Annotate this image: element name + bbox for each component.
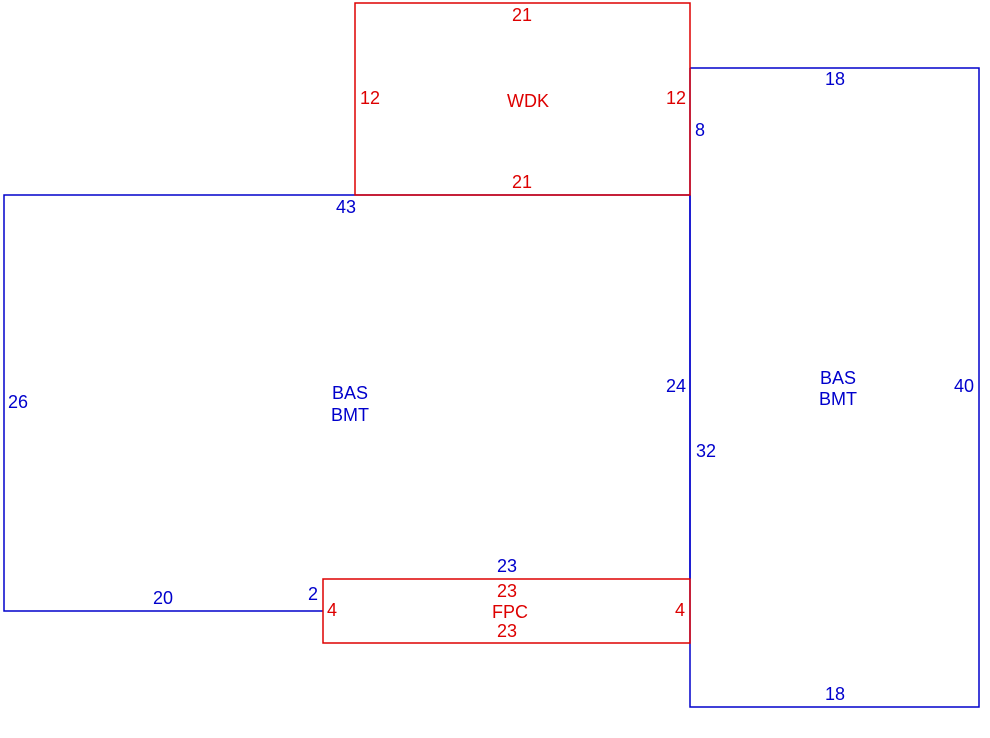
- right-wing-lower-left-dimension: 32: [696, 441, 716, 461]
- wdk-name: WDK: [507, 91, 549, 111]
- left-main-name-line2: BMT: [331, 405, 369, 425]
- left-main-left-dimension: 26: [8, 392, 28, 412]
- right-wing-right-dimension: 40: [954, 376, 974, 396]
- left-main-step-dimension: 2: [308, 584, 318, 604]
- right-wing-bottom-dimension: 18: [825, 684, 845, 704]
- left-main-bottom-dimension: 20: [153, 588, 173, 608]
- left-main-top-dimension: 43: [336, 197, 356, 217]
- fpc-left-dimension: 4: [327, 600, 337, 620]
- wdk-outline: [354, 2, 691, 196]
- fpc-bottom-dimension: 23: [497, 621, 517, 641]
- left-main-name-line1: BAS: [332, 383, 368, 403]
- fpc-name: FPC: [492, 602, 528, 622]
- right-wing-upper-left-dimension: 8: [695, 120, 705, 140]
- fpc-top-structure-dimension: 23: [497, 556, 517, 576]
- fpc-outline: [322, 578, 691, 644]
- fpc-top-dimension: 23: [497, 581, 517, 601]
- wdk-right-dimension: 12: [666, 88, 686, 108]
- right-wing-top-dimension: 18: [825, 69, 845, 89]
- wdk-left-dimension: 12: [360, 88, 380, 108]
- wdk-top-dimension: 21: [512, 5, 532, 25]
- right-wing-name-line2: BMT: [819, 389, 857, 409]
- left-main-outline: [3, 194, 690, 612]
- left-main-right-dimension: 24: [666, 376, 686, 396]
- fpc-right-dimension: 4: [675, 600, 685, 620]
- right-wing-name-line1: BAS: [820, 368, 856, 388]
- wdk-bottom-dimension: 21: [512, 172, 532, 192]
